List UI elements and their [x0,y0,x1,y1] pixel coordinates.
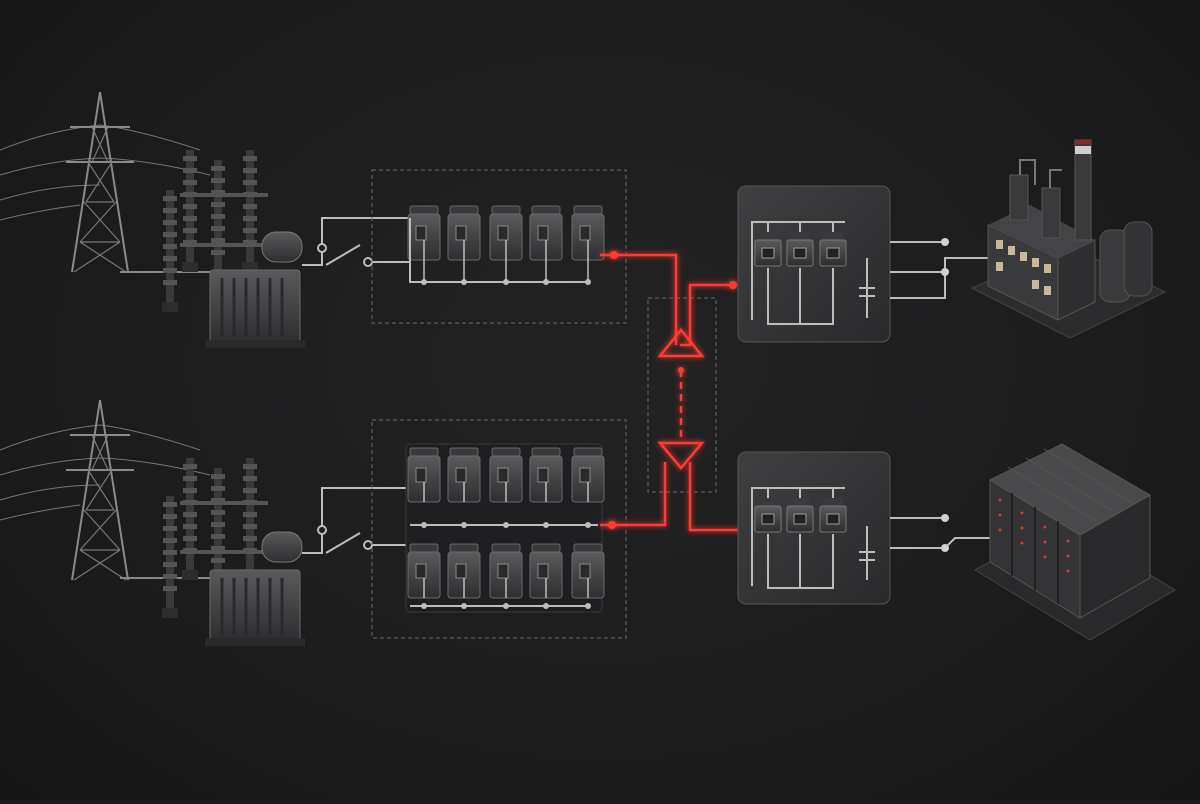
active-path-lower-panel [688,462,740,532]
bank-upper-module-1[interactable] [407,205,441,261]
panel-upper-breaker-3[interactable] [819,231,847,267]
data-center-icon [974,443,1176,641]
module-bank-lower [405,443,605,613]
substation-transformer-upper-icon [162,150,305,348]
bank-lower-module-1[interactable] [407,447,441,503]
bank-upper-module-5[interactable] [571,205,605,261]
bank-upper-module-4[interactable] [529,205,563,261]
bank-enclosure-lower [371,419,627,639]
output-nodes-lower [941,514,949,552]
active-nodes [608,251,747,534]
distribution-panel-lower[interactable] [737,451,891,605]
transmission-tower-lower-icon [65,399,135,581]
tie-device-upper [657,328,705,358]
module-bank-upper [407,205,605,285]
incoming-lines-upper [0,124,211,221]
bank-lower-module-3[interactable] [489,447,523,503]
bank-lower-module-4[interactable] [529,447,563,503]
distribution-panel-upper[interactable] [737,185,891,343]
output-feeders-lower [890,517,1000,549]
bank-lower-module-5[interactable] [571,447,605,503]
bank-lower-module-10[interactable] [571,543,605,599]
incoming-lines-lower [0,424,211,521]
output-feeders-upper [890,241,1010,299]
panel-lower-breaker-3[interactable] [819,497,847,533]
bank-lower-module-2[interactable] [447,447,481,503]
tie-device-lower [657,441,705,470]
panel-upper-breaker-1[interactable] [754,231,782,267]
bank-upper-module-3[interactable] [489,205,523,261]
active-path-lower-out [600,462,667,527]
substation-transformer-lower-icon [162,458,305,646]
disconnect-switch-lower[interactable] [302,487,410,554]
transmission-tower-upper-icon [65,91,135,273]
bank-upper-module-2[interactable] [447,205,481,261]
factory-icon [970,139,1167,339]
bank-lower-module-7[interactable] [447,543,481,599]
disconnect-switch-upper[interactable] [302,217,410,267]
active-path-upper-panel [680,283,735,347]
bank-lower-module-9[interactable] [529,543,563,599]
bank-enclosure-upper [371,169,627,324]
active-path [600,253,740,532]
tie-enclosure [647,297,717,493]
bank-lower-module-8[interactable] [489,543,523,599]
panel-upper-breaker-2[interactable] [786,231,814,267]
panel-lower-breaker-2[interactable] [786,497,814,533]
tie-devices[interactable] [657,328,705,470]
bank-lower-module-6[interactable] [407,543,441,599]
panel-lower-breaker-1[interactable] [754,497,782,533]
active-path-upper-out [600,253,678,345]
output-nodes-upper [941,238,949,276]
